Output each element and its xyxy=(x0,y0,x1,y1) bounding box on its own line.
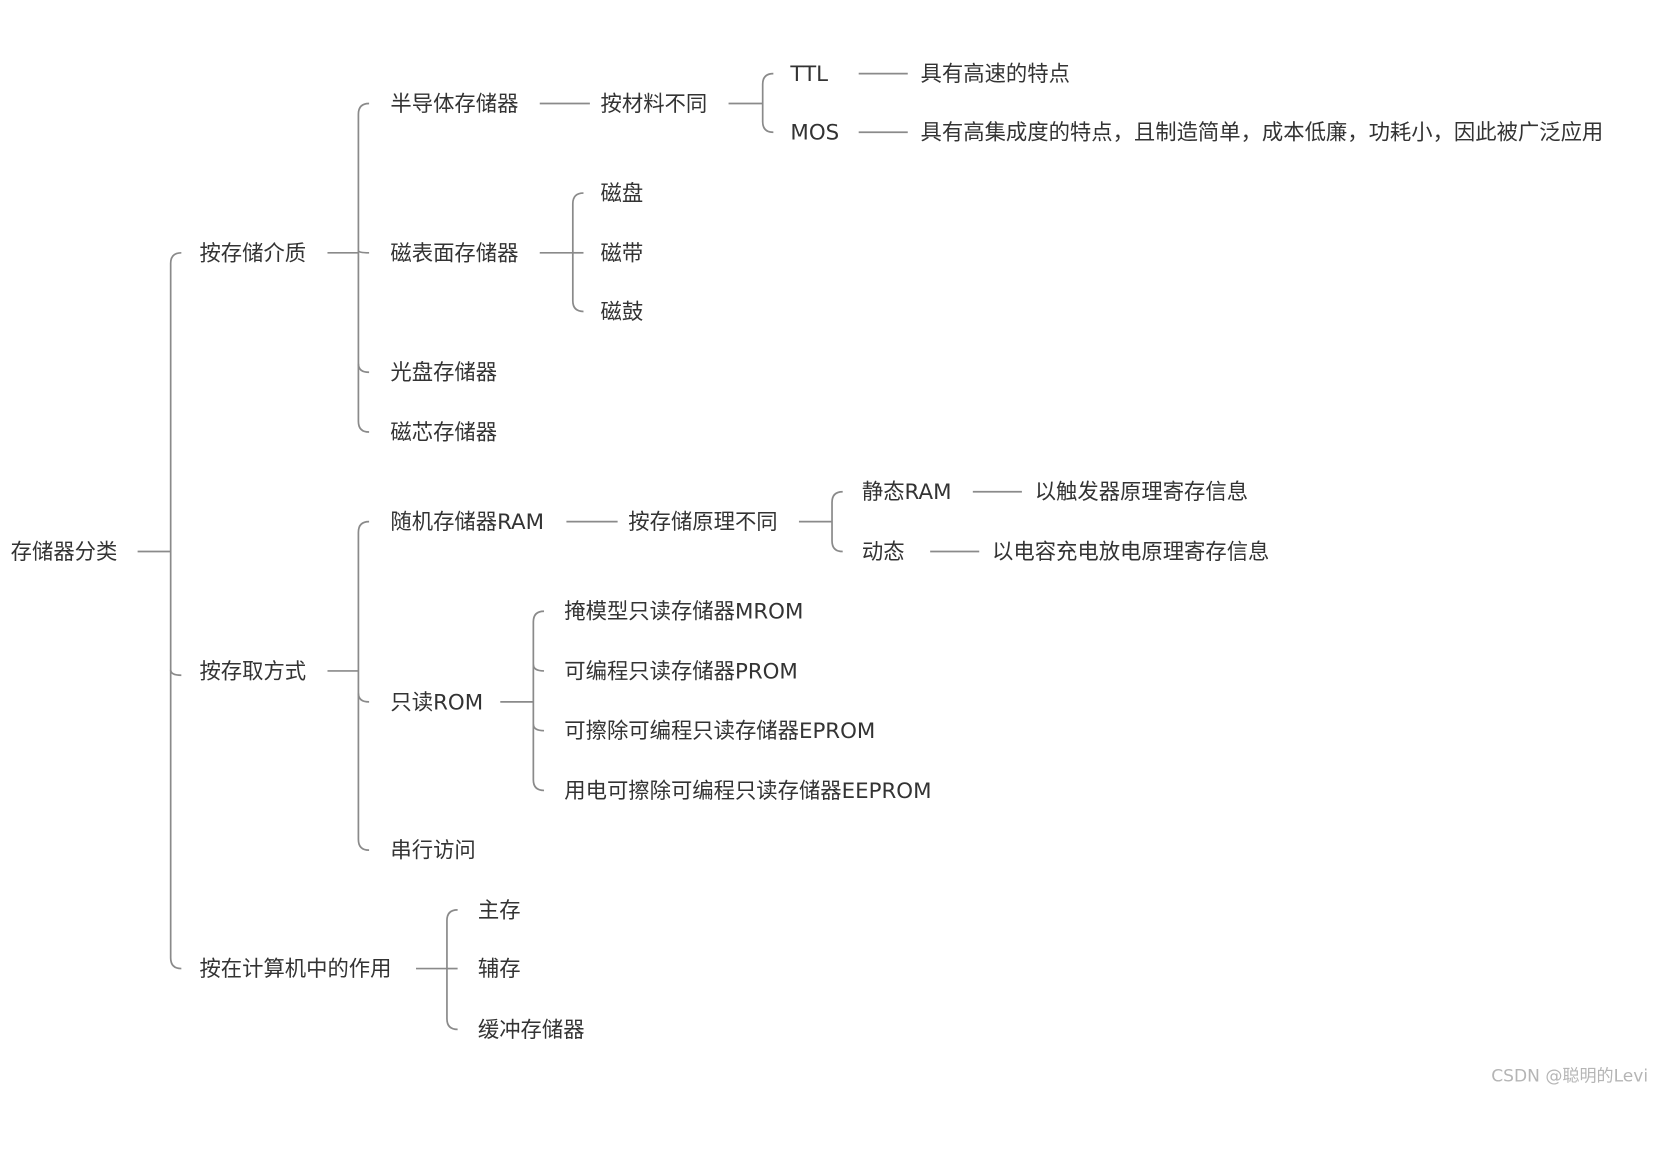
node-magnetic-disk: 磁盘 xyxy=(600,180,644,206)
node-ram: 随机存储器RAM xyxy=(390,508,545,535)
watermark-text: CSDN @聪明的Levi xyxy=(1491,1065,1649,1086)
note-mos: 具有高集成度的特点，且制造简单，成本低廉，功耗小，因此被广泛应用 xyxy=(920,119,1604,146)
node-by-role: 按在计算机中的作用 xyxy=(199,955,392,982)
node-principle-criterion: 按存储原理不同 xyxy=(628,508,778,535)
node-dynamic: 动态 xyxy=(861,538,905,565)
node-ttl: TTL xyxy=(790,60,829,87)
node-by-medium: 按存储介质 xyxy=(199,240,307,266)
bracket-level1-mid xyxy=(169,669,182,677)
node-optical: 光盘存储器 xyxy=(390,359,498,386)
node-static-ram: 静态RAM xyxy=(861,478,952,505)
node-magnetic-core: 磁芯存储器 xyxy=(390,419,498,445)
node-material-criterion: 按材料不同 xyxy=(600,90,708,117)
node-magnetic-surface: 磁表面存储器 xyxy=(390,240,519,266)
bracket-level1 xyxy=(169,251,182,970)
bracket-rom-mid2 xyxy=(532,724,545,732)
node-magnetic-drum: 磁鼓 xyxy=(600,298,644,325)
note-static-ram: 以触发器原理寄存信息 xyxy=(1034,478,1249,505)
connector-lines xyxy=(137,72,1022,1031)
bracket-by-role xyxy=(446,909,458,1031)
node-mrom: 掩模型只读存储器MROM xyxy=(564,598,804,625)
node-by-access: 按存取方式 xyxy=(199,658,307,684)
node-rom: 只读ROM xyxy=(390,689,484,715)
bracket-material xyxy=(761,72,774,134)
node-eeprom: 用电可擦除可编程只读存储器EEPROM xyxy=(564,777,932,804)
bracket-by-medium xyxy=(357,102,370,433)
node-semiconductor: 半导体存储器 xyxy=(390,90,519,117)
note-ttl: 具有高速的特点 xyxy=(920,60,1070,87)
node-serial: 串行访问 xyxy=(390,837,476,863)
bracket-rom xyxy=(532,610,545,792)
bracket-rom-mid1 xyxy=(532,664,545,672)
bracket-by-access-mid xyxy=(357,693,370,703)
node-main-memory: 主存 xyxy=(477,897,521,923)
bracket-by-medium-mid2 xyxy=(357,363,370,374)
node-eprom: 可擦除可编程只读存储器EPROM xyxy=(564,717,876,744)
root-node: 存储器分类 xyxy=(10,538,118,565)
bracket-by-access xyxy=(357,520,370,852)
node-magnetic-tape: 磁带 xyxy=(600,240,644,266)
node-cache-memory: 缓冲存储器 xyxy=(477,1016,585,1043)
bracket-principle xyxy=(831,490,843,553)
note-dynamic: 以电容充电放电原理寄存信息 xyxy=(992,538,1270,565)
bracket-by-medium-mid1 xyxy=(357,250,370,254)
node-auxiliary-memory: 辅存 xyxy=(477,955,521,982)
node-prom: 可编程只读存储器PROM xyxy=(564,658,798,684)
node-mos: MOS xyxy=(790,119,840,146)
